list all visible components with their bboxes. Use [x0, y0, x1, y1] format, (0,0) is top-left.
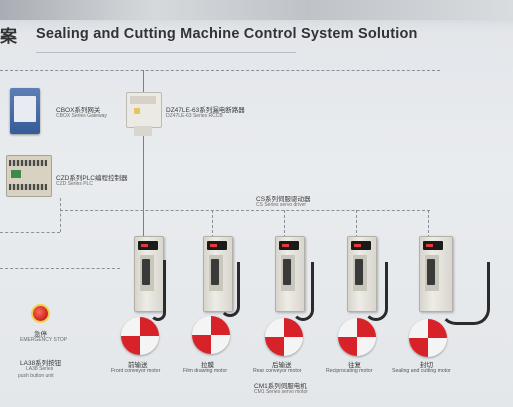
motor-label-cn-1: 前输送	[128, 362, 148, 369]
plc-label-cn: CZD系列PLC编程控制器	[56, 175, 128, 182]
breaker-base	[134, 126, 152, 136]
breaker-label-cn: DZ47LE-63系列漏电断路器	[166, 107, 245, 114]
left-bus-line	[0, 232, 60, 233]
motor-disc-3	[265, 318, 303, 356]
servo-cable-5	[440, 262, 490, 325]
servo-cable-1	[150, 260, 166, 321]
servo-drive-2	[203, 236, 233, 312]
lower-bus-line	[0, 268, 120, 269]
emergency-stop-button	[33, 306, 48, 321]
motor-label-en-3: Rear conveyor motor	[253, 368, 302, 374]
button-label-cn: LA38系列按钮	[20, 360, 62, 367]
button-label-en: LA38 Series	[26, 366, 54, 372]
servo-cable-4	[364, 262, 388, 321]
top-bus-line	[0, 70, 440, 71]
plc-label-en: CZD Series PLC	[56, 181, 93, 187]
motor-label-cn-5: 封切	[420, 362, 433, 369]
motor-label-cn-3: 后输送	[272, 362, 292, 369]
servo-drive-3	[275, 236, 305, 312]
title-divider	[36, 52, 296, 53]
motor-disc-2	[192, 316, 230, 354]
breaker-label-en: DZ47LE-63 Series RCCB	[166, 113, 223, 119]
motor-label-en-2: Film drawing motor	[183, 368, 228, 374]
motor-label-cn-2: 拉膜	[201, 362, 214, 369]
motor-label-en-1: Front conveyor motor	[111, 368, 161, 374]
servo-drive-5	[419, 236, 453, 312]
motor-label-cn-4: 往复	[348, 362, 361, 369]
motor-label-en-4: Reciprocating motor	[326, 368, 373, 374]
motor-series-label-cn: CM1系列伺服电机	[254, 383, 307, 390]
servo-series-label-en: CS Series servo driver	[256, 202, 307, 208]
servo-drop-5	[428, 210, 429, 238]
servo-drop-3	[284, 210, 285, 238]
motor-label-en-5: Sealing and cutting motor	[392, 368, 451, 374]
button-label-en2: push button unit	[18, 373, 54, 379]
main-vertical-wire	[143, 136, 144, 236]
servo-cable-3	[292, 262, 314, 321]
plc-drop	[60, 198, 61, 232]
gateway-label-cn: CBOX系列网关	[56, 107, 101, 114]
estop-label-cn: 急停	[34, 331, 47, 338]
background-glare	[0, 0, 513, 20]
breaker-feed-wire	[143, 70, 144, 92]
servo-cable-2	[220, 262, 240, 317]
title-fragment: 案	[0, 27, 17, 46]
servo-drop-2	[212, 210, 213, 238]
motor-disc-1	[121, 317, 159, 355]
plc-controller	[6, 155, 52, 197]
page-title: Sealing and Cutting Machine Control Syst…	[36, 26, 418, 42]
estop-label-en: EMERGENCY STOP	[20, 337, 68, 343]
gateway-label-en: CBOX Series Gateway	[56, 113, 107, 119]
motor-disc-4	[338, 318, 376, 356]
servo-series-label-cn: CS系列伺服驱动器	[256, 196, 311, 203]
rccb-breaker	[126, 92, 162, 128]
motor-series-label-en: CM1 Series servo motor	[254, 389, 308, 395]
servo-bus-line	[60, 210, 430, 211]
motor-disc-5	[409, 319, 447, 357]
servo-drop-4	[356, 210, 357, 238]
cbox-gateway	[10, 88, 40, 134]
